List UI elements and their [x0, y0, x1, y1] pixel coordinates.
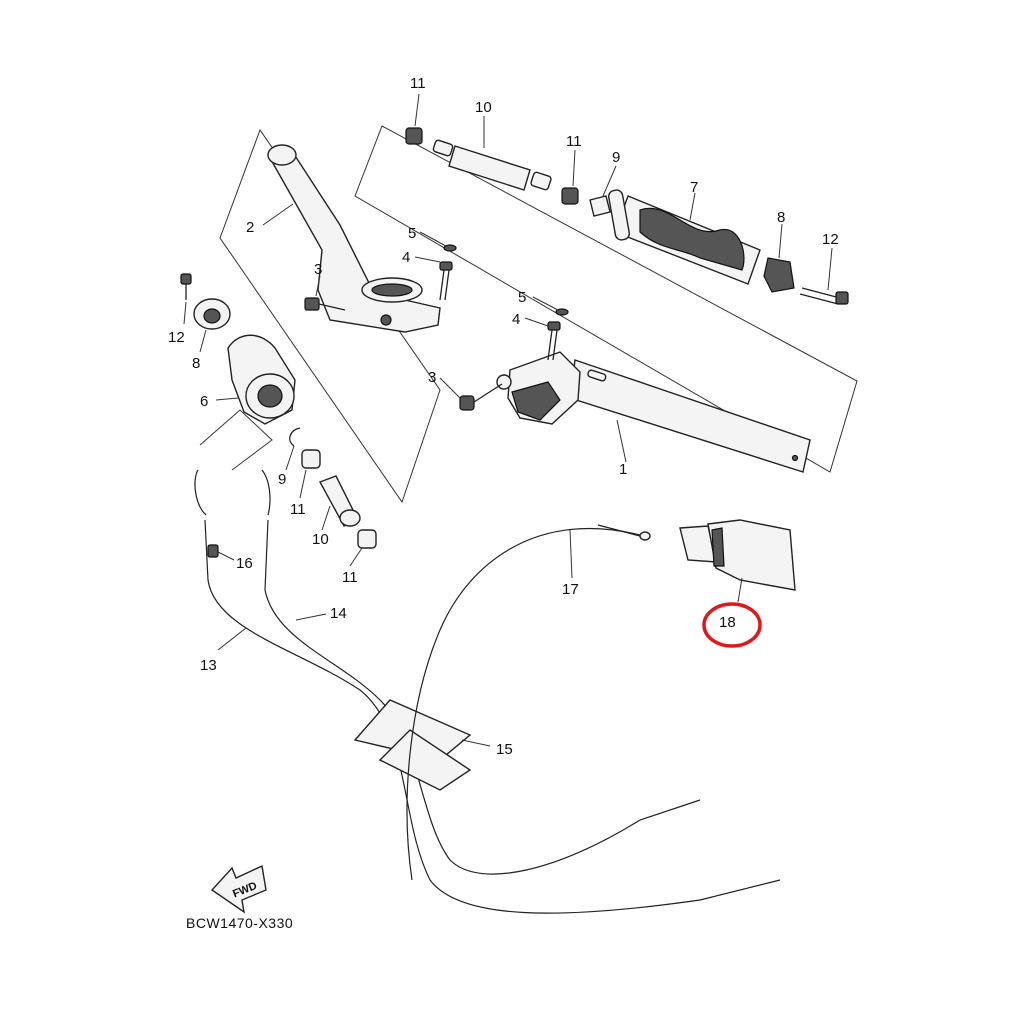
end-weight-part-8-left: [193, 298, 231, 330]
callout-1: 1: [619, 461, 627, 478]
callout-11: 11: [290, 501, 306, 518]
callout-7: 7: [690, 179, 698, 196]
callout-16: 16: [236, 555, 253, 572]
screw-part-4-top: [439, 261, 453, 301]
end-weight-part-8-right: [763, 257, 795, 293]
callout-4: 4: [402, 249, 410, 266]
callout-9: 9: [612, 149, 620, 166]
washer-part-5-top: [443, 244, 457, 252]
callout-5: 5: [518, 289, 526, 306]
cable-part-14: [261, 469, 701, 875]
nut-part-11-left-bottom: [357, 529, 377, 549]
callout-10: 10: [312, 531, 329, 548]
callout-11: 11: [342, 569, 358, 586]
callout-14: 14: [330, 605, 347, 622]
sleeve-part-10-top: [432, 139, 552, 191]
clip-part-9-left: [289, 427, 301, 447]
nut-part-11-left-top: [301, 449, 321, 469]
drawing-code: BCW1470-X330: [186, 915, 293, 931]
callout-12: 12: [168, 329, 185, 346]
callout-17: 17: [562, 581, 579, 598]
left-handlebar-part: [267, 144, 441, 333]
nut-part-11-top-right: [561, 187, 579, 205]
callout-10: 10: [475, 99, 492, 116]
callout-5: 5: [408, 225, 416, 242]
clip-part-9-top: [589, 195, 611, 217]
cable-part-17: [406, 524, 651, 881]
callout-11: 11: [410, 75, 426, 92]
bolt-part-12-right: [799, 287, 849, 305]
leader-lines: [183, 93, 833, 747]
left-grip-frame: [199, 409, 273, 471]
callout-9: 9: [278, 471, 286, 488]
throttle-grip-part-6: [227, 334, 296, 425]
nut-part-11-top-left: [405, 127, 423, 145]
washer-part-5-right: [555, 308, 569, 316]
highlight-circle: [702, 602, 762, 648]
callout-labels: 11 10 11 9 7 8 12 2 3 5 4 5 4 3 1 12 8 6…: [168, 75, 839, 758]
callout-8: 8: [777, 209, 785, 226]
bolt-part-3-right: [459, 383, 503, 411]
callout-13: 13: [200, 657, 217, 674]
right-handlebar-frame: [354, 125, 858, 473]
callout-6: 6: [200, 393, 208, 410]
callout-11: 11: [566, 133, 582, 150]
right-handlebar-part: [496, 351, 811, 473]
callout-3: 3: [428, 369, 436, 386]
fwd-arrow: FWD: [210, 864, 267, 914]
grip-part-7: [608, 189, 761, 285]
callout-18: 18: [719, 614, 736, 631]
sleeve-part-10-left: [318, 475, 361, 527]
bolt-part-12-left: [180, 273, 192, 300]
cable-bracket-part-15: [353, 699, 472, 791]
callout-15: 15: [496, 741, 513, 758]
bolt-part-3-left: [304, 297, 346, 311]
bolt-part-16: [207, 544, 219, 558]
boot-part-18: [679, 519, 796, 591]
callout-3: 3: [314, 261, 322, 278]
callout-4: 4: [512, 311, 520, 328]
callout-8: 8: [192, 355, 200, 372]
callout-2: 2: [246, 219, 254, 236]
callout-12: 12: [822, 231, 839, 248]
